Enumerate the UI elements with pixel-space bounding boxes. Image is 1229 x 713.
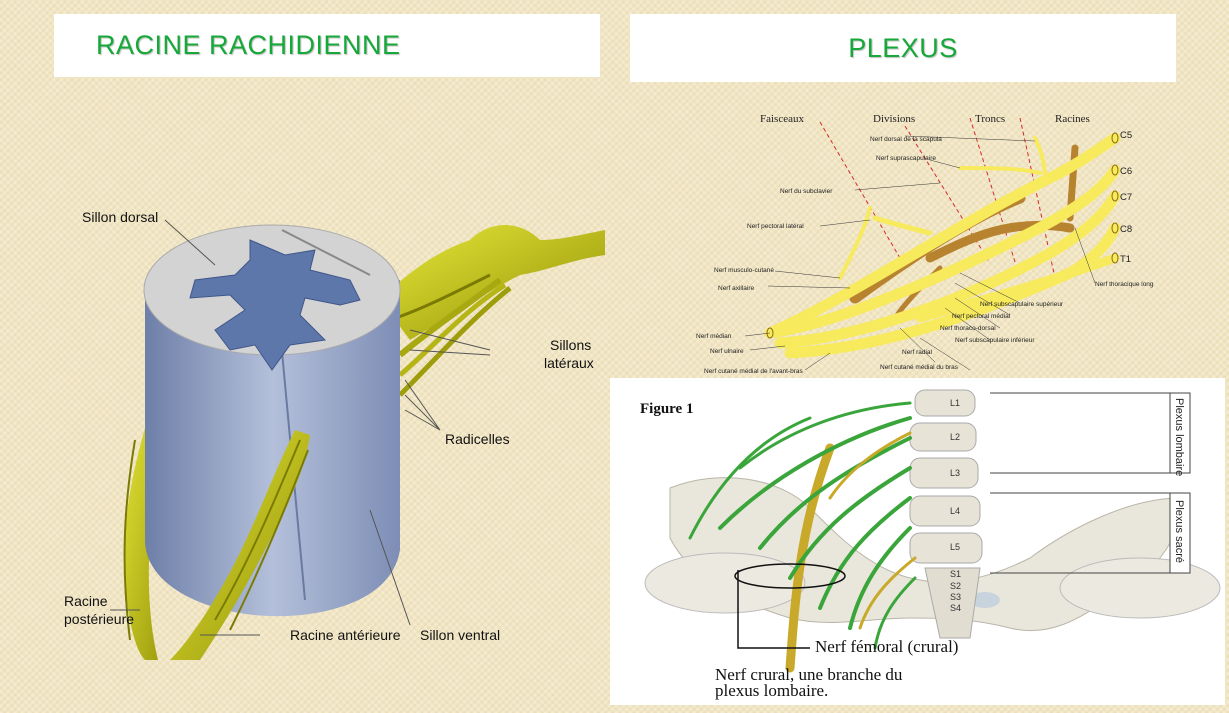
vertebra-l3: L3 xyxy=(950,468,960,478)
vertebra-s1: S1 xyxy=(950,569,961,579)
nerf-suprascapulaire: Nerf suprascapulaire xyxy=(876,155,936,162)
lumbar-plexus-svg: Figure 1 xyxy=(610,378,1225,705)
title-box-right: PLEXUS xyxy=(630,14,1176,82)
label-sillon-ventral: Sillon ventral xyxy=(420,627,500,643)
root-t1: T1 xyxy=(1120,254,1131,265)
nerf-musculo-cutane: Nerf musculo-cutané xyxy=(714,267,774,274)
title-racine-rachidienne: RACINE RACHIDIENNE xyxy=(96,30,401,61)
label-nerf-femoral: Nerf fémoral (crural) xyxy=(815,637,958,656)
nerf-subscap-superieur: Nerf subscapulaire supérieur xyxy=(980,301,1064,308)
vertebra-s4: S4 xyxy=(950,603,961,613)
label-racine: Racine xyxy=(64,593,108,609)
figure-label: Figure 1 xyxy=(640,401,693,417)
lumbar-plexus-figure: Figure 1 xyxy=(610,378,1225,705)
label-sillon-dorsal: Sillon dorsal xyxy=(82,209,158,225)
title-box-left: RACINE RACHIDIENNE xyxy=(54,14,600,77)
nerf-cutane-avant-bras: Nerf cutané médial de l'avant-bras xyxy=(704,368,804,375)
plexus-lombaire-label: Plexus lombaire xyxy=(1173,398,1185,476)
nerf-median: Nerf médian xyxy=(696,333,732,340)
nerf-axillaire: Nerf axillaire xyxy=(718,285,755,292)
nerf-pectoral-medial: Nerf pectoral médial xyxy=(952,313,1011,320)
label-lateraux: latéraux xyxy=(544,355,594,371)
label-posterieure: postérieure xyxy=(64,611,134,627)
label-racine-anterieure: Racine antérieure xyxy=(290,627,401,643)
vertebra-l1: L1 xyxy=(950,398,960,408)
plexus-nerves xyxy=(770,138,1115,353)
nerf-subclavier: Nerf du subclavier xyxy=(780,188,833,195)
header-troncs: Troncs xyxy=(975,113,1005,125)
label-radicelles: Radicelles xyxy=(445,431,510,447)
vertebra-l4: L4 xyxy=(950,506,960,516)
root-c5: C5 xyxy=(1120,130,1132,141)
nerf-radial: Nerf radial xyxy=(902,349,933,356)
nerf-pectoral-lateral: Nerf pectoral latéral xyxy=(747,223,804,230)
vertebra-l2: L2 xyxy=(950,432,960,442)
nerf-dorsal-scapula: Nerf dorsal de la scapula xyxy=(870,136,942,143)
nerf-subscap-inferieur: Nerf subscapulaire inférieur xyxy=(955,337,1035,344)
vertebra-s2: S2 xyxy=(950,581,961,591)
spinal-cord-body xyxy=(144,225,400,616)
vertebra-s3: S3 xyxy=(950,592,961,602)
nerf-thoraco-dorsal: Nerf thoraco-dorsal xyxy=(940,325,996,332)
nerf-thoracique-long: Nerf thoracique long xyxy=(1095,281,1154,288)
root-c8: C8 xyxy=(1120,224,1132,235)
brachial-plexus-diagram: Faisceaux Divisions Troncs Racines C5 C6… xyxy=(690,108,1170,378)
spinal-cord-diagram: Sillon dorsal Sillons latéraux Radicelle… xyxy=(50,180,605,660)
nerf-cutane-bras: Nerf cutané médial du bras xyxy=(880,364,959,371)
nerf-ulnaire: Nerf ulnaire xyxy=(710,348,744,355)
title-plexus: PLEXUS xyxy=(848,33,958,64)
root-c7: C7 xyxy=(1120,192,1132,203)
header-racines: Racines xyxy=(1055,113,1090,125)
plexus-sacre-label: Plexus sacré xyxy=(1173,500,1185,563)
vertebra-l5: L5 xyxy=(950,542,960,552)
header-faisceaux: Faisceaux xyxy=(760,113,804,125)
header-divisions: Divisions xyxy=(873,113,915,125)
label-sillons: Sillons xyxy=(550,337,591,353)
root-c6: C6 xyxy=(1120,166,1132,177)
caption-line-2: plexus lombaire. xyxy=(715,681,828,700)
